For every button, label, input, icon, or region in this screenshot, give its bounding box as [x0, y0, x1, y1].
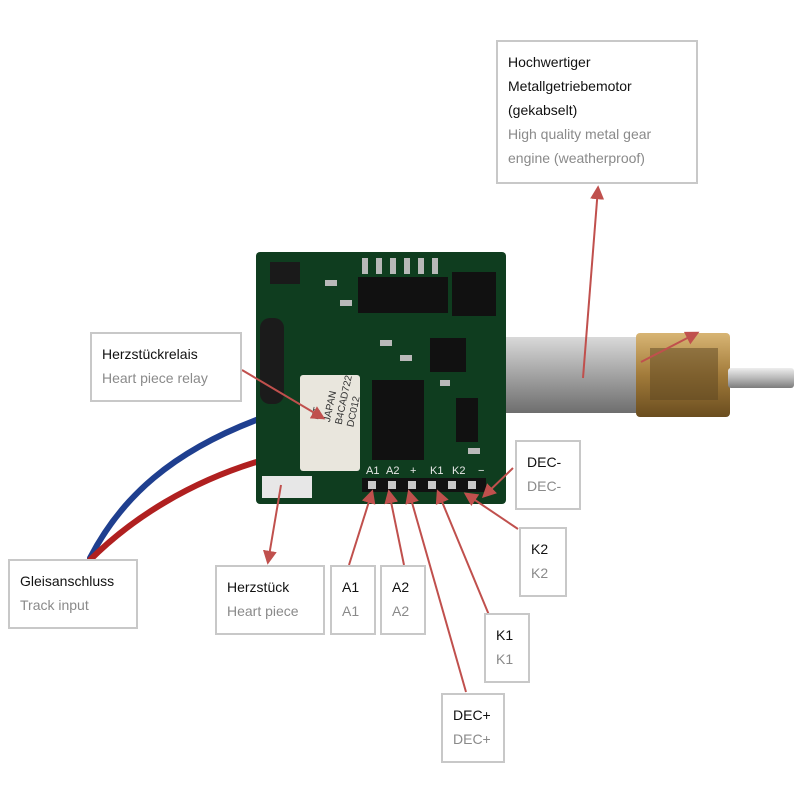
callout-heart-en: Heart piece — [227, 603, 299, 619]
transistor — [270, 262, 300, 284]
callout-k1: K1 K1 — [484, 613, 530, 683]
silk-minus: − — [478, 465, 484, 477]
callout-k1-en: K1 — [496, 651, 514, 667]
callout-dec-minus-de: DEC- — [527, 454, 562, 470]
header-pins-bottom — [362, 478, 486, 492]
callout-k2-de: K2 — [531, 541, 549, 557]
arrow-dec-minus — [481, 467, 514, 498]
header-pins-top — [362, 258, 438, 274]
ic-chip-small — [430, 338, 466, 372]
capacitor — [260, 318, 284, 404]
callout-k1-de: K1 — [496, 627, 514, 643]
callout-dec-plus: DEC+ DEC+ — [441, 693, 505, 763]
callout-heart-de: Herzstück — [227, 579, 290, 595]
arrow-motor — [582, 185, 605, 379]
callout-a2-en: A2 — [392, 603, 410, 619]
callout-relay: Herzstückrelais Heart piece relay — [90, 332, 242, 402]
arrow-a2 — [384, 489, 405, 566]
callout-track: Gleisanschluss Track input — [8, 559, 138, 629]
silk-plus: + — [410, 465, 416, 477]
silk-a2: A2 — [386, 465, 399, 477]
arrow-k2 — [463, 492, 519, 530]
callout-a1-de: A1 — [342, 579, 360, 595]
track-wire-blue — [87, 412, 273, 561]
callout-a1: A1 A1 — [330, 565, 376, 635]
callout-dec-plus-de: DEC+ — [453, 707, 491, 723]
callout-a2: A2 A2 — [380, 565, 426, 635]
callout-a1-en: A1 — [342, 603, 360, 619]
callout-arrows — [241, 185, 700, 693]
callout-k2: K2 K2 — [519, 527, 567, 597]
heart-piece-pad — [262, 476, 312, 498]
callout-motor-en: High quality metal gear engine (weatherp… — [508, 126, 652, 166]
track-wire-red — [87, 455, 273, 563]
silk-k2: K2 — [452, 465, 465, 477]
callout-motor: Hochwertiger Metallgetriebemotor (gekabs… — [496, 40, 698, 184]
arrow-a1 — [348, 489, 376, 566]
callout-heart: Herzstück Heart piece — [215, 565, 325, 635]
arrow-heart — [262, 484, 282, 565]
ic-chip-main — [372, 380, 424, 460]
callout-relay-en: Heart piece relay — [102, 370, 208, 386]
ic-chip-right — [452, 272, 496, 316]
callout-motor-de: Hochwertiger Metallgetriebemotor (gekabs… — [508, 54, 632, 118]
arrow-k1 — [435, 489, 490, 616]
callout-dec-minus: DEC- DEC- — [515, 440, 581, 510]
callout-track-de: Gleisanschluss — [20, 573, 115, 589]
ic-chip-top — [358, 277, 448, 313]
callout-a2-de: A2 — [392, 579, 410, 595]
callout-dec-minus-en: DEC- — [527, 478, 562, 494]
silk-k1: K1 — [430, 465, 443, 477]
decoder-pcb: FTJAPANB4CAD722DC012 A1 A2 + K1 K2 − — [256, 252, 506, 504]
callout-dec-plus-en: DEC+ — [453, 731, 491, 747]
callout-k2-en: K2 — [531, 565, 549, 581]
arrow-dec-plus — [405, 489, 467, 693]
ic-chip-side — [456, 398, 478, 442]
callout-relay-de: Herzstückrelais — [102, 346, 198, 362]
silk-a1: A1 — [366, 465, 379, 477]
arrow-relay — [241, 369, 326, 420]
silkscreen-labels: A1 A2 + K1 K2 − — [366, 465, 484, 477]
relay-body — [300, 375, 360, 471]
arrow-gear — [640, 331, 700, 363]
callout-track-en: Track input — [20, 597, 89, 613]
gear-motor — [478, 330, 794, 422]
